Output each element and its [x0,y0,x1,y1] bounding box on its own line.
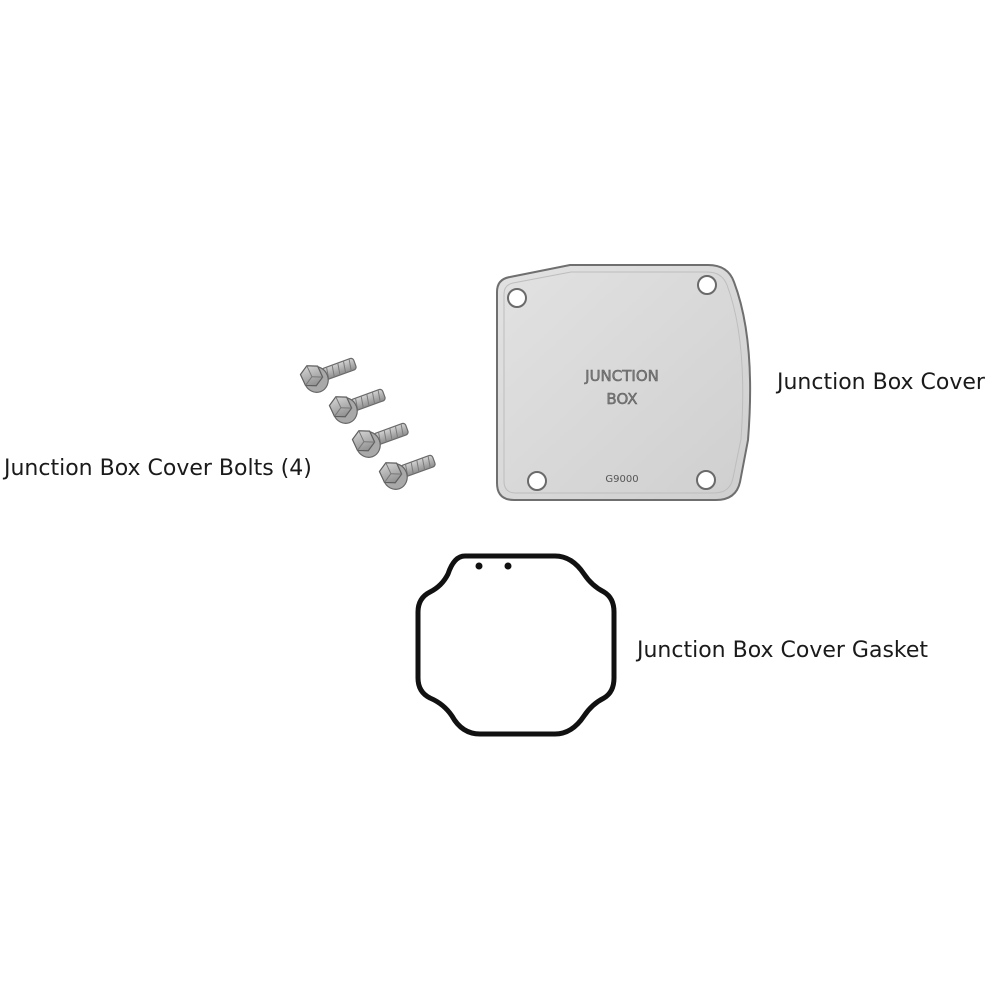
mount-hole-top-right [697,275,717,295]
label-junction-box-cover-bolts: Junction Box Cover Bolts (4) [4,456,312,481]
label-junction-box-cover: Junction Box Cover [777,370,985,395]
cover-text-line2: BOX [606,390,637,408]
gasket-tab-left [475,562,483,570]
mount-hole-top-left [507,288,527,308]
mount-hole-bottom-right [696,470,716,490]
bolt-2 [326,380,390,428]
junction-box-cover: JUNCTION BOX G9000 [496,264,752,501]
cover-bolts [297,349,440,494]
gasket-tab-right [504,562,512,570]
bolt-3 [349,414,413,462]
bolt-1 [297,349,361,397]
cover-text-line1: JUNCTION [584,367,659,385]
mount-hole-bottom-left [527,471,547,491]
gasket-ring [415,553,617,737]
cover-plate-bevel [503,271,744,494]
bolt-4 [376,446,440,494]
cover-part-number: G9000 [605,474,638,485]
cover-plate-outline [496,264,752,501]
label-junction-box-cover-gasket: Junction Box Cover Gasket [637,638,929,663]
junction-box-gasket [415,553,617,737]
